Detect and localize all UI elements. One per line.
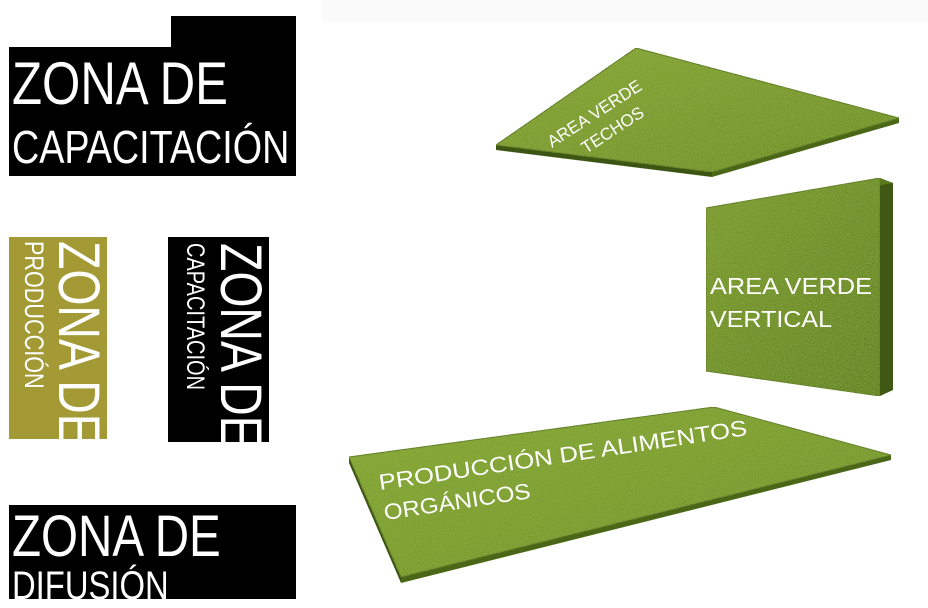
ground-green-plate: PRODUCCIÓN DE ALIMENTOS ORGÁNICOS (348, 406, 893, 583)
top-strip (322, 0, 928, 22)
zona-capacitacion-vertical-label: ZONA DE CAPACITACIÓN (168, 237, 269, 442)
zona-difusion-line1: ZONA DE (12, 504, 221, 569)
zona-capacitacion-bg-top (9, 47, 172, 117)
zona-difusion-bg-bottom (9, 565, 296, 599)
zona-produccion-label: ZONA DE PRODUCCIÓN (9, 237, 107, 439)
zona-capacitacion-line2: CAPACITACIÓN (12, 121, 290, 173)
roof-green-plate: AREA VERDE TECHOS (494, 47, 901, 177)
vertical-green-plate: AREA VERDE VERTICAL (705, 177, 893, 397)
zona-capacitacion-bg-notch (171, 16, 296, 117)
zona-capacitacion-line1: ZONA DE (12, 50, 228, 117)
zona-difusion-bg-top (9, 505, 296, 565)
vertical-plate-label-line1: AREA VERDE (710, 273, 872, 299)
zona-capacitacion-bg-bottom (9, 117, 296, 176)
vertical-plate-label-line2: VERTICAL (710, 306, 832, 332)
